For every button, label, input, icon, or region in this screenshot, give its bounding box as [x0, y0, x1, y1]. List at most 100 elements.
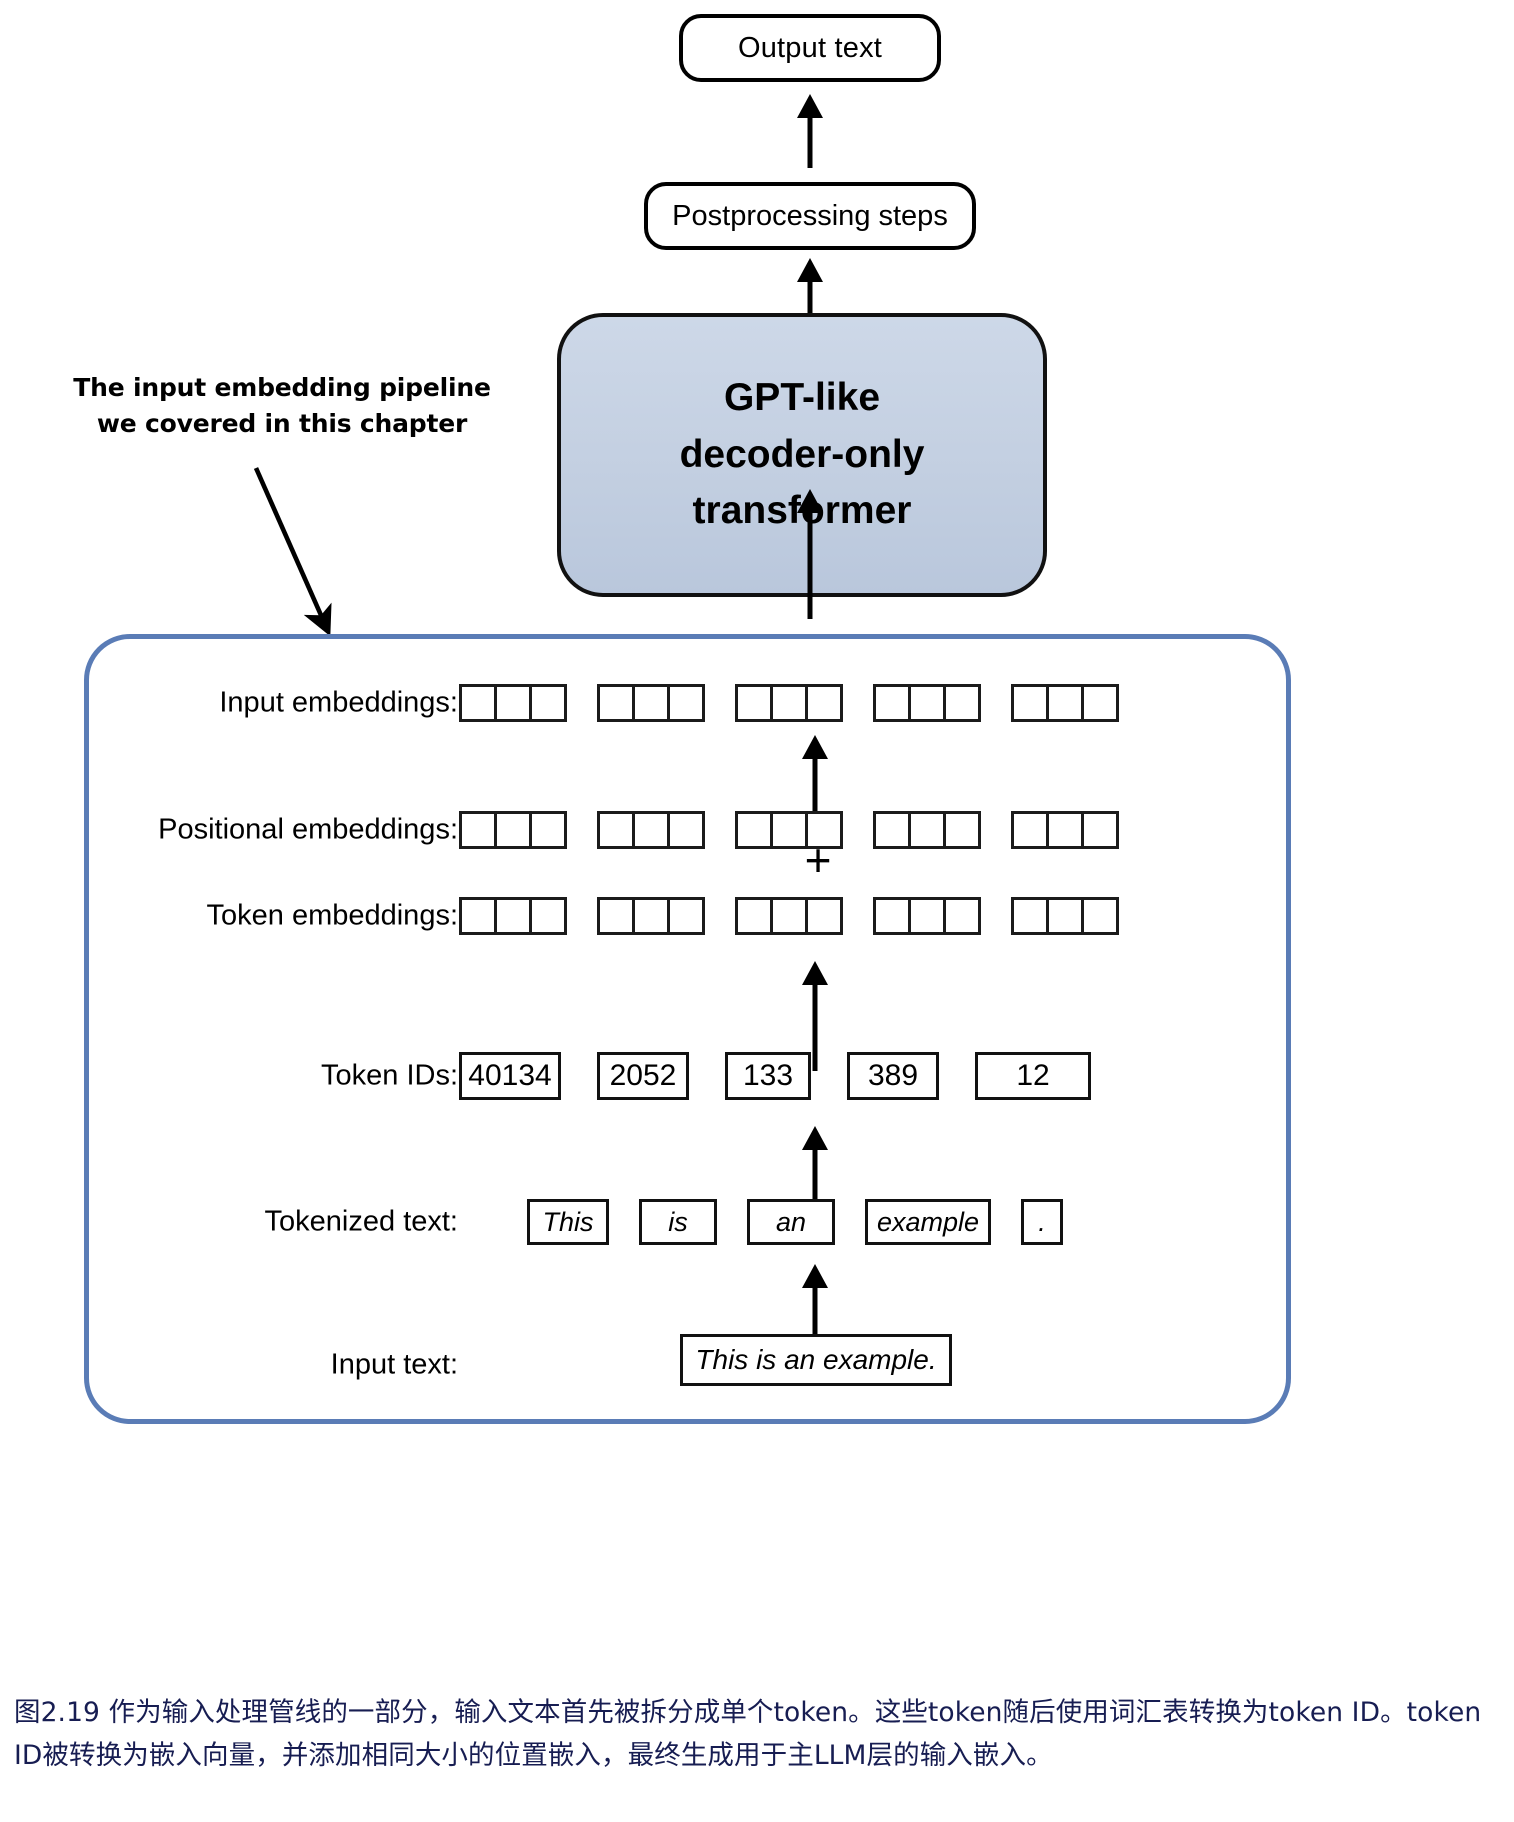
- token-ids-cells: 40134 2052 133 389 12: [459, 1052, 1091, 1100]
- row-label-tokenized-text: Tokenized text:: [264, 1205, 458, 1238]
- row-label-token-embeddings: Token embeddings:: [206, 899, 459, 932]
- gpt-line-1: GPT-like: [723, 376, 881, 420]
- embedding-vector: [597, 684, 705, 722]
- annotation-arrow-icon: [253, 467, 332, 637]
- embedding-cell: [1046, 897, 1084, 935]
- embedding-cell: [632, 684, 670, 722]
- gpt-transformer-node: GPT-like decoder-only transformer: [557, 313, 1047, 597]
- embedding-cell: [735, 811, 773, 849]
- token-box: an: [747, 1199, 835, 1245]
- embedding-cell: [529, 811, 567, 849]
- embedding-cell: [597, 897, 635, 935]
- plus-operator: +: [804, 834, 832, 886]
- embedding-cell: [1081, 811, 1119, 849]
- embedding-cell: [529, 684, 567, 722]
- output-text-node: Output text: [679, 14, 941, 82]
- token-box: example: [865, 1199, 991, 1245]
- embedding-cell: [908, 897, 946, 935]
- figure-caption: 图2.19 作为输入处理管线的一部分，输入文本首先被拆分成单个token。这些t…: [14, 1697, 1482, 1771]
- annotation-line-2: we covered in this chapter: [96, 408, 468, 438]
- embedding-cell: [908, 811, 946, 849]
- row-label-positional-embeddings: Positional embeddings:: [158, 813, 458, 846]
- embedding-vector: [735, 897, 843, 935]
- embedding-cell: [1046, 811, 1084, 849]
- token-id-value: 40134: [468, 1059, 552, 1092]
- embedding-vector: [873, 897, 981, 935]
- token-box: .: [1021, 1199, 1063, 1245]
- embedding-cell: [667, 811, 705, 849]
- embedding-vector: [597, 897, 705, 935]
- embedding-cell: [597, 811, 635, 849]
- token-id-box: 40134: [459, 1052, 561, 1100]
- embedding-vector: [1011, 811, 1119, 849]
- token-id-value: 2052: [609, 1059, 677, 1092]
- postprocessing-node: Postprocessing steps: [644, 182, 976, 250]
- postprocessing-label: Postprocessing steps: [672, 199, 948, 232]
- embedding-cell: [873, 811, 911, 849]
- row-label-token-ids: Token IDs:: [321, 1059, 458, 1092]
- input-embedding-pipeline-container: Input embeddings:: [84, 634, 1291, 1424]
- embedding-vector: [459, 811, 567, 849]
- gpt-line-2: decoder-only: [679, 432, 925, 476]
- annotation-line-1: The input embedding pipeline: [73, 373, 491, 402]
- token-id-value: 389: [867, 1059, 919, 1092]
- embedding-vector: [1011, 897, 1119, 935]
- embedding-cell: [770, 897, 808, 935]
- token-value: is: [668, 1206, 688, 1237]
- embedding-vector: [735, 684, 843, 722]
- embedding-vector: [597, 811, 705, 849]
- embedding-cell: [529, 897, 567, 935]
- embedding-vector: [735, 811, 843, 849]
- token-id-box: 12: [975, 1052, 1091, 1100]
- token-value: This: [542, 1206, 594, 1237]
- row-label-input-text: Input text:: [330, 1348, 458, 1381]
- embedding-cell: [1011, 684, 1049, 722]
- tokenized-text-cells: This is an example .: [527, 1199, 1063, 1245]
- input-text-box: This is an example.: [680, 1334, 952, 1386]
- embedding-cell: [1046, 684, 1084, 722]
- row-label-input-embeddings: Input embeddings:: [219, 686, 458, 719]
- embedding-cell: [873, 897, 911, 935]
- embedding-cell: [459, 684, 497, 722]
- embedding-cell: [943, 897, 981, 935]
- embedding-cell: [494, 811, 532, 849]
- embedding-vector: [873, 811, 981, 849]
- embedding-cell: [1081, 684, 1119, 722]
- embedding-cell: [1081, 897, 1119, 935]
- positional-embeddings-cells: [459, 811, 1119, 849]
- token-value: .: [1038, 1206, 1046, 1237]
- embedding-cell: [873, 684, 911, 722]
- embedding-cell: [770, 684, 808, 722]
- embedding-cell: [908, 684, 946, 722]
- token-value: an: [775, 1206, 807, 1237]
- token-id-box: 2052: [597, 1052, 689, 1100]
- output-text-label: Output text: [737, 31, 883, 64]
- token-id-box: 133: [725, 1052, 811, 1100]
- token-value: example: [876, 1206, 980, 1237]
- embedding-cell: [632, 811, 670, 849]
- embedding-vector: [459, 897, 567, 935]
- embedding-cell: [632, 897, 670, 935]
- embedding-cell: [735, 897, 773, 935]
- token-box: This: [527, 1199, 609, 1245]
- embedding-cell: [805, 684, 843, 722]
- embedding-cell: [667, 684, 705, 722]
- embedding-cell: [805, 897, 843, 935]
- embedding-cell: [667, 897, 705, 935]
- embedding-cell: [459, 897, 497, 935]
- annotation-text: The input embedding pipeline we covered …: [72, 370, 492, 441]
- token-id-value: 133: [742, 1059, 794, 1092]
- embedding-cell: [494, 684, 532, 722]
- embedding-cell: [805, 811, 843, 849]
- embedding-cell: [1011, 897, 1049, 935]
- input-text-value: This is an example.: [695, 1344, 937, 1375]
- input-embeddings-cells: [459, 684, 1119, 722]
- embedding-vector: [873, 684, 981, 722]
- embedding-vector: [1011, 684, 1119, 722]
- embedding-cell: [735, 684, 773, 722]
- embedding-cell: [943, 811, 981, 849]
- token-id-value: 12: [1016, 1059, 1050, 1092]
- embedding-cell: [597, 684, 635, 722]
- embedding-cell: [1011, 811, 1049, 849]
